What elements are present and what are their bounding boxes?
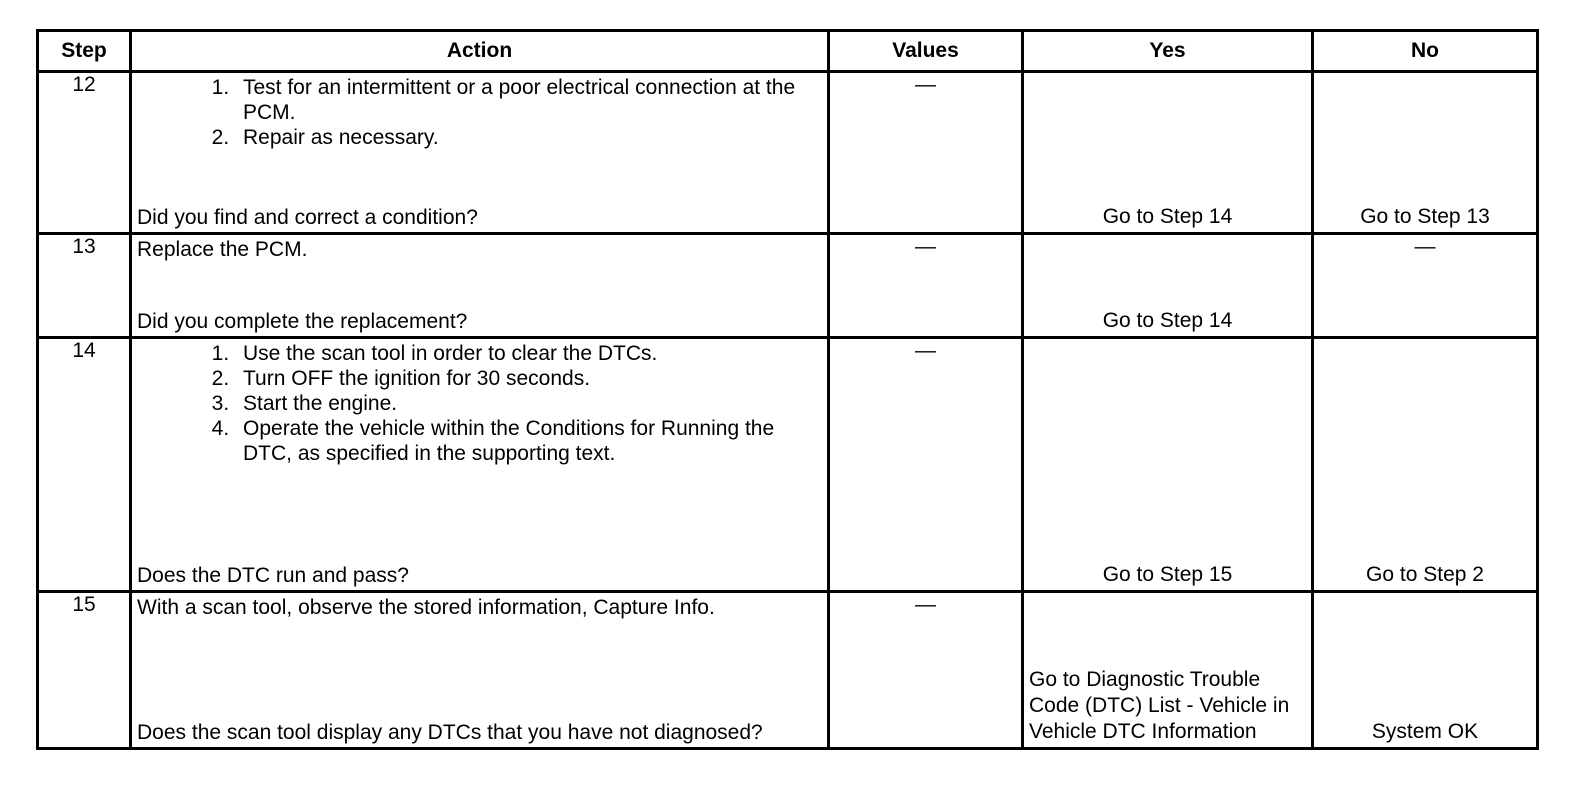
no-link[interactable]: Go to Step 13 [1360,205,1490,228]
yes-cell: Go to Step 14 [1021,70,1314,235]
action-step: Repair as necessary. [235,125,823,150]
table-row: 13 Replace the PCM. Did you complete the… [36,232,1539,339]
no-cell: Go to Step 13 [1311,70,1539,235]
yes-cell: Go to Step 14 [1021,232,1314,339]
table-row: 12 Test for an intermittent or a poor el… [36,70,1539,235]
action-cell: Test for an intermittent or a poor elect… [129,70,830,235]
values-cell: — [827,232,1024,339]
action-question: Did you complete the replacement? [137,310,468,333]
action-intro: Replace the PCM. [137,238,308,261]
yes-link[interactable]: Go to Step 14 [1102,309,1233,332]
no-text: System OK [1371,720,1479,743]
no-link[interactable]: Go to Step 2 [1366,563,1484,586]
header-action: Action [129,29,830,73]
action-intro: With a scan tool, observe the stored inf… [137,596,715,619]
values-cell: — [827,70,1024,235]
header-yes: Yes [1021,29,1314,73]
action-step: Test for an intermittent or a poor elect… [235,75,823,125]
step-number: 12 [36,70,132,235]
no-cell: — [1311,232,1539,339]
yes-cell: Go to Step 15 [1021,336,1314,593]
yes-link[interactable]: Go to Diagnostic Trouble Code (DTC) List… [1029,668,1290,743]
action-cell: With a scan tool, observe the stored inf… [129,590,830,750]
no-cell: System OK [1311,590,1539,750]
yes-link[interactable]: Go to Step 14 [1102,205,1233,228]
action-step: Operate the vehicle within the Condition… [235,416,823,466]
values-cell: — [827,336,1024,593]
no-cell: Go to Step 2 [1311,336,1539,593]
header-row: Step Action Values Yes No [36,29,1539,73]
action-steps-list: Use the scan tool in order to clear the … [137,341,823,466]
action-step: Use the scan tool in order to clear the … [235,341,823,366]
header-step: Step [36,29,132,73]
action-step: Turn OFF the ignition for 30 seconds. [235,366,823,391]
values-cell: — [827,590,1024,750]
action-question: Does the scan tool display any DTCs that… [137,721,763,744]
header-no: No [1311,29,1539,73]
step-number: 14 [36,336,132,593]
action-question: Did you find and correct a condition? [137,206,478,229]
action-step: Start the engine. [235,391,823,416]
yes-cell: Go to Diagnostic Trouble Code (DTC) List… [1021,590,1314,750]
header-values: Values [827,29,1024,73]
action-cell: Replace the PCM. Did you complete the re… [129,232,830,339]
step-number: 13 [36,232,132,339]
table-row: 14 Use the scan tool in order to clear t… [36,336,1539,593]
diagnostic-table: Step Action Values Yes No 12 Test for an… [36,29,1539,750]
action-cell: Use the scan tool in order to clear the … [129,336,830,593]
action-steps-list: Test for an intermittent or a poor elect… [137,75,823,150]
step-number: 15 [36,590,132,750]
action-question: Does the DTC run and pass? [137,564,409,587]
table-row: 15 With a scan tool, observe the stored … [36,590,1539,750]
yes-link[interactable]: Go to Step 15 [1102,563,1233,586]
